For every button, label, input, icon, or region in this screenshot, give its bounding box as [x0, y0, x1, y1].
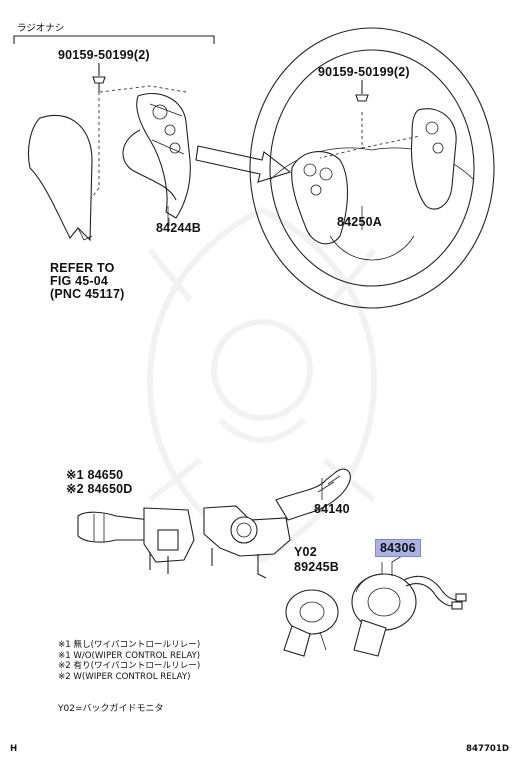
- direction-arrow: [195, 145, 292, 183]
- top-bracket: [13, 35, 215, 44]
- steering-wheel: [249, 27, 495, 309]
- part-label-84650[interactable]: ※1 84650: [66, 468, 124, 482]
- part-label-89245b[interactable]: 89245B: [294, 560, 339, 574]
- footer-left: H: [10, 744, 18, 754]
- footer-right: 847701D: [466, 744, 510, 754]
- part-label-84306[interactable]: 84306: [375, 539, 421, 557]
- spiral-cable-sub: [283, 589, 339, 657]
- part-label-screw-right[interactable]: 90159-50199(2): [318, 65, 410, 79]
- refer-line-3: (PNC 45117): [50, 287, 125, 301]
- refer-line-1: REFER TO: [50, 261, 115, 275]
- combination-switch: [77, 468, 351, 579]
- refer-note[interactable]: REFER TO FIG 45-04 (PNC 45117): [50, 262, 124, 301]
- footnote-y02: Y02=バックガイドモニタ: [58, 704, 164, 714]
- note-1: ※1 無し(ワイパコントロールリレー): [58, 640, 201, 650]
- refer-line-2: FIG 45-04: [50, 274, 109, 288]
- screw-right: [355, 80, 369, 102]
- part-label-84250a[interactable]: 84250A: [337, 215, 382, 229]
- part-label-screw-left[interactable]: 90159-50199(2): [58, 48, 150, 62]
- part-label-84140[interactable]: 84140: [314, 502, 350, 516]
- part-label-84650d[interactable]: ※2 84650D: [66, 482, 133, 496]
- part-label-y02: Y02: [294, 545, 317, 559]
- switch-84244b: [122, 92, 191, 226]
- note-2: ※1 W/O(WIPER CONTROL RELAY): [58, 650, 201, 661]
- bracket-label: ラジオナシ: [17, 23, 65, 34]
- steering-cover: [27, 114, 93, 242]
- notes-block: ※1 無し(ワイパコントロールリレー) ※1 W/O(WIPER CONTROL…: [58, 640, 200, 682]
- leader-lines: [168, 218, 383, 574]
- note-3: ※2 有り(ワイパコントロールリレー): [58, 661, 201, 671]
- highlight-84306: 84306: [375, 539, 421, 557]
- screw-left: [92, 63, 106, 92]
- part-label-84244b[interactable]: 84244B: [156, 221, 201, 235]
- spiral-cable-84306: [351, 555, 467, 657]
- note-4: ※2 W(WIPER CONTROL RELAY): [58, 671, 191, 682]
- watermark-emblem: [146, 206, 378, 564]
